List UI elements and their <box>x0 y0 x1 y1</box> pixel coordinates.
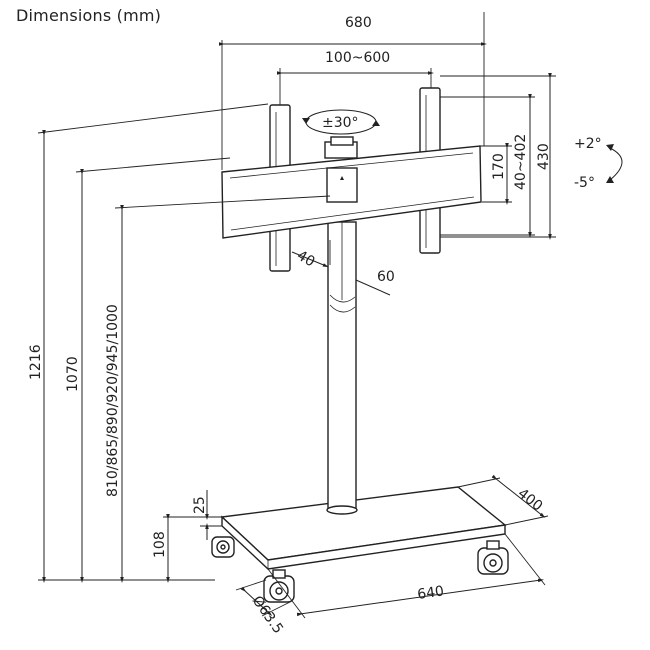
pole <box>326 221 358 515</box>
label-base-thickness: 25 <box>192 496 208 514</box>
label-tilt-down: -5° <box>574 175 595 191</box>
label-pole-depth: 40 <box>294 248 317 271</box>
dimension-vesa-width: 100~600 <box>277 50 434 105</box>
dimension-total-height: 1216 <box>28 103 269 583</box>
tv-stand <box>211 87 509 603</box>
dimension-rotation: ±30° <box>302 109 380 135</box>
dimension-pole-width: 60 <box>355 266 395 296</box>
caster-wheel-front-right <box>477 540 509 575</box>
dimension-center-heights: 810/865/890/920/945/1000 <box>105 195 331 583</box>
label-total-height: 1216 <box>28 344 44 380</box>
diagram-title: Dimensions (mm) <box>16 6 162 25</box>
dimension-pole-depth: 40 <box>291 240 331 271</box>
dimension-vesa-height: 40~402 <box>440 94 535 238</box>
mounting-plate <box>221 136 482 239</box>
label-max-center-height: 1070 <box>65 356 81 392</box>
label-plate-height: 430 <box>536 143 552 170</box>
dimension-plate-height: 430 <box>440 73 556 240</box>
dimension-overall-width: 680 <box>219 12 487 170</box>
label-pole-width: 60 <box>377 269 395 285</box>
label-mount-height: 170 <box>491 153 507 180</box>
label-rotation: ±30° <box>322 115 359 131</box>
dimension-tilt: +2° -5° <box>574 136 623 191</box>
label-base-height: 108 <box>152 531 168 558</box>
dimension-base-width: 640 <box>267 533 546 619</box>
label-vesa-width: 100~600 <box>325 50 390 66</box>
label-overall-width: 680 <box>345 15 372 31</box>
dimension-base-thickness: 25 <box>192 490 222 540</box>
label-vesa-height: 40~402 <box>513 134 529 190</box>
label-tilt-up: +2° <box>574 136 602 152</box>
label-center-heights: 810/865/890/920/945/1000 <box>105 304 121 497</box>
dimension-mount-height: 170 <box>480 143 512 205</box>
label-base-width: 640 <box>416 583 445 603</box>
label-base-depth: 400 <box>515 486 546 515</box>
dimension-base-height: 108 <box>152 514 200 583</box>
caster-wheel-back-left <box>211 536 235 558</box>
dimension-max-center-height: 1070 <box>65 157 231 583</box>
